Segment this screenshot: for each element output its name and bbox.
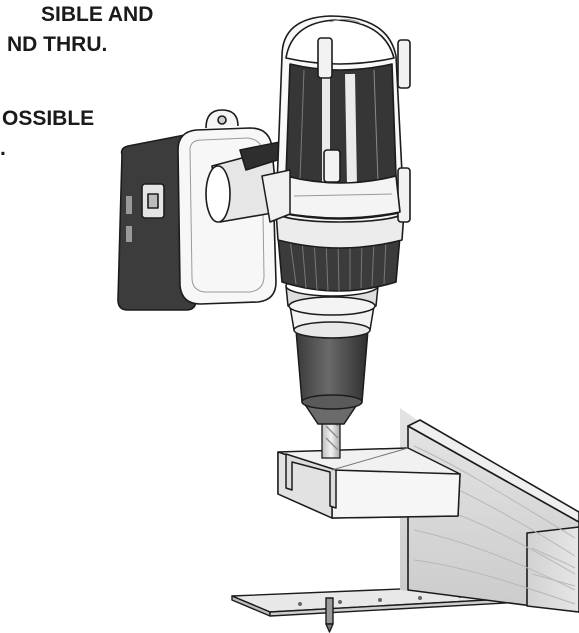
instruction-caption-2: OSSIBLE . xyxy=(0,104,94,164)
drill-handle-link xyxy=(261,169,291,223)
caption-1-line-2: ND THRU. xyxy=(7,33,108,56)
caption-1-line-1: SIBLE AND xyxy=(41,3,154,26)
caption-2-line-1: OSSIBLE xyxy=(2,107,95,130)
instruction-caption-1: SIBLE AND ND THRU. xyxy=(0,0,153,60)
drill-body xyxy=(275,15,411,293)
caption-2-line-2: . xyxy=(0,137,6,160)
drill-chuck xyxy=(285,275,379,425)
battery-pack xyxy=(117,109,301,311)
metal-bracket xyxy=(277,447,461,519)
